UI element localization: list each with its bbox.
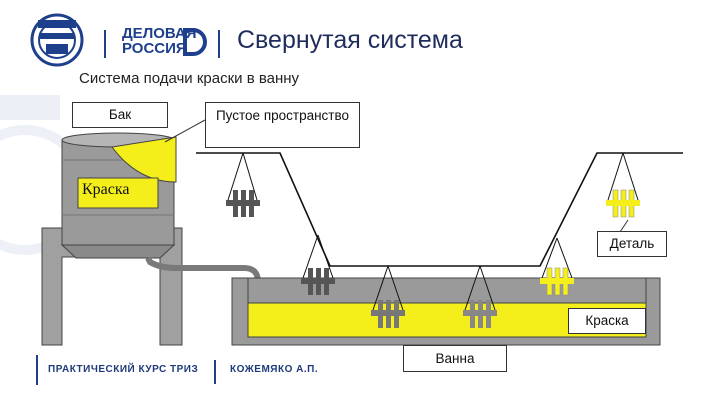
- part-hanger-6: [606, 152, 640, 218]
- paint-in-tank-block: [77, 177, 159, 209]
- tank-label: Бак: [72, 102, 168, 128]
- pointer-empty-space: [164, 119, 206, 143]
- paint-in-bath-label: Краска: [568, 308, 646, 334]
- diagram-subtitle: Система подачи краски в ванну: [79, 70, 300, 87]
- part-hanger-3: [371, 265, 405, 328]
- brand-name: ДЕЛОВАЯ РОССИЯ: [122, 25, 197, 57]
- pointer-part: [619, 219, 629, 233]
- part-hanger-4: [463, 265, 497, 328]
- footer-author: КОЖЕМЯКО А.П.: [230, 364, 319, 375]
- paint-in-tank-surface: [111, 136, 177, 183]
- brand-logo-mark: [183, 28, 207, 56]
- bath-label: Ванна: [403, 345, 507, 372]
- conveyor-line: [196, 152, 683, 267]
- slide-title: Свернутая система: [237, 26, 463, 54]
- feed-pipe: [145, 256, 261, 303]
- empty-space-label: Пустое пространство: [205, 102, 360, 148]
- part-label: Деталь: [597, 231, 667, 257]
- footer-course: ПРАКТИЧЕСКИЙ КУРС ТРИЗ: [48, 364, 199, 375]
- part-hanger-5: [540, 237, 574, 296]
- paint-in-tank-label: Краска: [82, 181, 130, 198]
- part-hanger-1: [226, 152, 260, 217]
- part-hanger-2: [301, 234, 335, 295]
- emblem-logo: [30, 13, 84, 67]
